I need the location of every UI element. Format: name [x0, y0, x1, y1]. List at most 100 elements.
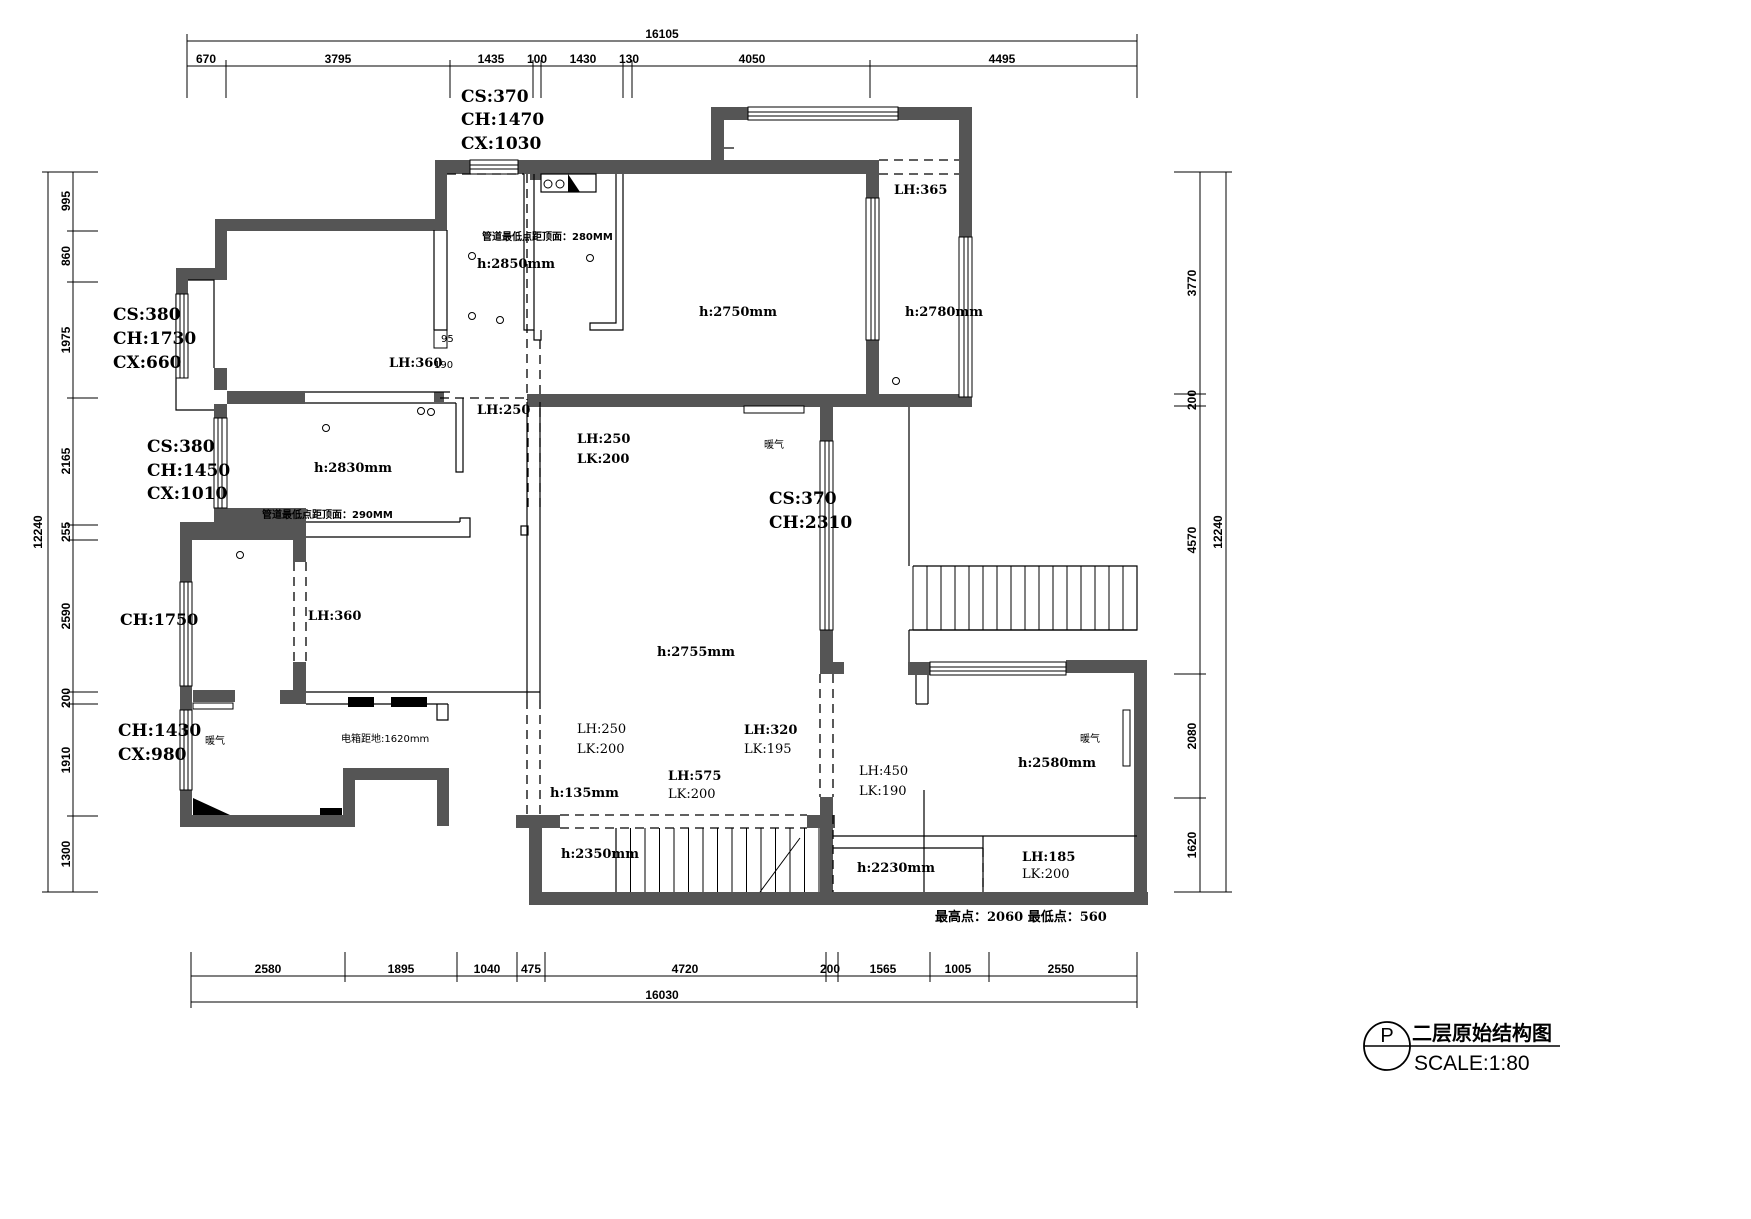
right-dim: 2080 — [1185, 722, 1199, 749]
height-label: h:2750mm — [699, 305, 777, 320]
height-label: h:2350mm — [561, 847, 639, 862]
pipe-markers — [236, 252, 900, 559]
window-spec: CS:380 — [113, 305, 181, 325]
top-dim: 1430 — [570, 52, 597, 66]
top-dim: 130 — [619, 52, 639, 66]
window-spec: CS:370 — [769, 489, 837, 509]
lintel-label: LK:200 — [577, 742, 625, 757]
bottom-dim: 1565 — [870, 962, 897, 976]
left-dim: 1910 — [59, 746, 73, 773]
left-dim: 200 — [59, 688, 73, 708]
height-label: h:2780mm — [905, 305, 983, 320]
right-dim: 1620 — [1185, 831, 1199, 858]
lintel-label: LK:195 — [744, 742, 792, 757]
ceiling-heights: h:2850mm h:2750mm h:2780mm h:2830mm h:27… — [314, 257, 1096, 876]
window-spec: CX:1030 — [461, 134, 541, 154]
pipe-note: 管道最低点距顶面：280MM — [482, 230, 613, 243]
lintel-label: LH:360 — [389, 356, 442, 371]
right-dim: 200 — [1185, 390, 1199, 410]
window-spec: CH:1430 — [118, 721, 201, 741]
top-total-dim: 16105 — [645, 27, 679, 41]
window-spec: CH:1450 — [147, 461, 230, 481]
bottom-dim: 4720 — [672, 962, 699, 976]
bottom-dim: 1040 — [474, 962, 501, 976]
heater-note: 暖气 — [764, 438, 784, 451]
top-dim: 4495 — [989, 52, 1016, 66]
right-dim: 3770 — [1185, 269, 1199, 296]
height-label: h:2755mm — [657, 645, 735, 660]
lintel-label: LH:185 — [1022, 850, 1075, 865]
plan-letter: P — [1380, 1025, 1393, 1047]
bottom-dim: 1005 — [945, 962, 972, 976]
stairs-east — [912, 565, 1138, 631]
right-total-dim: 12240 — [1211, 515, 1225, 549]
right-dimensions: 3770 200 4570 2080 1620 12240 — [1174, 171, 1232, 893]
lintel-label: LH:250 — [577, 722, 626, 737]
right-dim: 4570 — [1185, 526, 1199, 553]
small-dim: 190 — [434, 360, 453, 371]
lintel-label: LH:320 — [744, 723, 797, 738]
lintel-label: LH:450 — [859, 764, 908, 779]
drawing-title: 二层原始结构图 — [1412, 1021, 1552, 1045]
small-dim: 95 — [441, 334, 454, 345]
drawing-scale: SCALE:1:80 — [1414, 1052, 1530, 1075]
top-dimensions: 16105 670 3795 1435 100 1430 130 4050 44… — [186, 27, 1138, 98]
bottom-dim: 2550 — [1048, 962, 1075, 976]
window-spec: CS:380 — [147, 437, 215, 457]
window-spec: CS:370 — [461, 87, 529, 107]
window-spec: CX:660 — [113, 353, 182, 373]
left-dim: 995 — [59, 191, 73, 211]
top-dim: 1435 — [478, 52, 505, 66]
title-block: P 二层原始结构图 SCALE:1:80 — [1363, 1021, 1560, 1075]
window-spec: CX:980 — [118, 745, 187, 765]
fixtures — [192, 173, 1131, 815]
lintel-label: LK:200 — [668, 787, 716, 802]
left-dim: 1300 — [59, 840, 73, 867]
top-dim: 4050 — [739, 52, 766, 66]
heater-note: 暖气 — [205, 734, 225, 747]
bottom-dim: 475 — [521, 962, 541, 976]
left-dim: 1975 — [59, 326, 73, 353]
top-dim: 100 — [527, 52, 547, 66]
window-spec: CH:1750 — [120, 610, 198, 629]
lintel-label: LH:365 — [894, 183, 947, 198]
height-label: h:2580mm — [1018, 756, 1096, 771]
left-dim: 2165 — [59, 447, 73, 474]
lintel-label: LK:200 — [577, 452, 629, 467]
electric-box-note: 电箱距地:1620mm — [341, 732, 429, 745]
lintel-label: LH:250 — [477, 403, 530, 418]
heater-note: 暖气 — [1080, 732, 1100, 745]
left-dim: 860 — [59, 246, 73, 266]
lintel-label: LH:360 — [308, 609, 361, 624]
stairs-south — [615, 828, 820, 893]
window-notes: CS:370 CH:1470 CX:1030 CS:380 CH:1730 CX… — [113, 87, 852, 765]
height-label: h:2830mm — [314, 461, 392, 476]
top-dim: 3795 — [325, 52, 352, 66]
height-label: h:2850mm — [477, 257, 555, 272]
left-dimensions: 12240 995 860 1975 2165 255 2590 200 191… — [31, 171, 98, 893]
left-dim: 255 — [59, 522, 73, 542]
windows — [175, 106, 1067, 791]
bottom-dimensions: 2580 1895 1040 475 4720 200 1565 1005 25… — [190, 952, 1138, 1008]
bottom-dim: 2580 — [255, 962, 282, 976]
height-label: h:135mm — [550, 786, 619, 801]
walls — [176, 107, 1148, 905]
openings — [293, 159, 984, 892]
window-spec: CH:2310 — [769, 513, 852, 533]
bottom-total-dim: 16030 — [645, 988, 679, 1002]
lintel-label: LK:190 — [859, 784, 907, 799]
pipe-note: 管道最低点距顶面：290MM — [262, 508, 393, 521]
lintel-label: LK:200 — [1022, 867, 1070, 882]
lintel-notes: LH:365 LH:360 LH:250 LH:250 LK:200 LH:36… — [308, 183, 1075, 882]
bottom-dim: 200 — [820, 962, 840, 976]
max-min-note: 最高点：2060 最低点：560 — [935, 909, 1107, 925]
bottom-dim: 1895 — [388, 962, 415, 976]
window-spec: CX:1010 — [147, 484, 227, 504]
window-spec: CH:1470 — [461, 110, 544, 130]
left-total-dim: 12240 — [31, 515, 45, 549]
lintel-label: LH:250 — [577, 432, 630, 447]
left-dim: 2590 — [59, 602, 73, 629]
window-spec: CH:1730 — [113, 329, 196, 349]
height-label: h:2230mm — [857, 861, 935, 876]
